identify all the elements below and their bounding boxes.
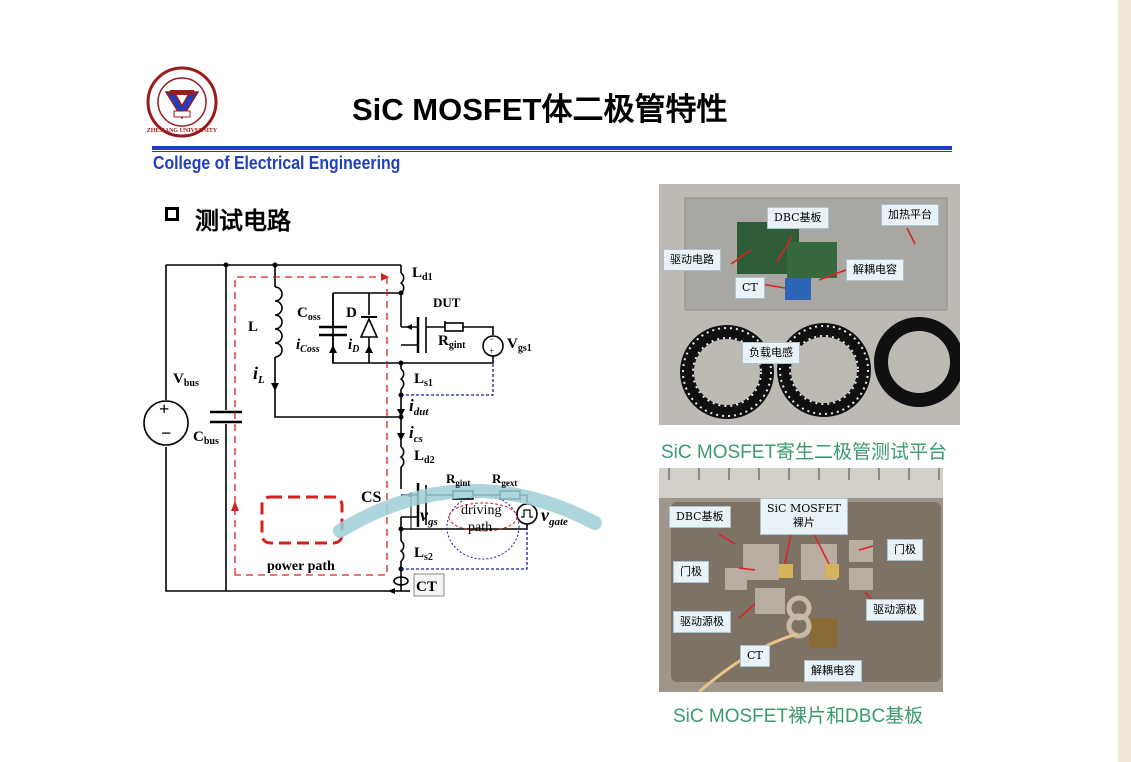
label-vbus: Vbus — [173, 371, 199, 389]
university-logo: ZHEJIANG UNIVERSITY — [146, 66, 218, 138]
page-title: SiC MOSFET体二极管特性 — [352, 92, 728, 127]
label-coss: Coss — [297, 305, 321, 323]
callout-heating-platform: 加热平台 — [881, 204, 939, 227]
label-rgint-cs: Rgint — [446, 471, 470, 488]
college-name: College of Electrical Engineering — [153, 153, 401, 173]
caption-test-platform: SiC MOSFET寄生二极管测试平台 — [661, 442, 948, 463]
callout-dbc-substrate-2: DBC基板 — [669, 506, 731, 529]
callout-gate-right: 门极 — [887, 539, 923, 562]
label-ls1: Ls1 — [414, 371, 433, 389]
vgs1-minus: − — [489, 334, 494, 344]
label-idut: idut — [409, 396, 429, 418]
caption-die-dbc: SiC MOSFET裸片和DBC基板 — [673, 706, 924, 727]
label-rgint: Rgint — [438, 333, 466, 351]
test-circuit-diagram: − + + − Ld1 DUT Coss D iCoss i — [143, 262, 602, 597]
label-driving: driving — [461, 503, 501, 518]
label-drive-path: path — [468, 520, 492, 535]
callout-driver-source-left: 驱动源极 — [673, 611, 731, 634]
test-platform-photo: DBC基板 加热平台 驱动电路 解耦电容 CT 负载电感 — [659, 184, 960, 425]
label-id: iD — [348, 337, 359, 355]
section-title: 测试电路 — [195, 208, 291, 235]
label-l: L — [248, 319, 258, 335]
logo-text: ZHEJIANG UNIVERSITY — [147, 128, 218, 134]
label-dut: DUT — [433, 295, 461, 310]
label-ld1: Ld1 — [412, 265, 433, 283]
label-rgext: Rgext — [492, 471, 517, 488]
callout-ct: CT — [735, 277, 765, 300]
callout-driver-circuit: 驱动电路 — [663, 249, 721, 272]
label-icoss: iCoss — [296, 337, 320, 355]
label-vgs1: Vgs1 — [507, 336, 532, 354]
vbus-minus: − — [161, 423, 171, 443]
label-il: iL — [253, 363, 265, 386]
header-rule — [152, 146, 952, 150]
callout-dbc-substrate: DBC基板 — [767, 207, 829, 230]
callout-load-inductor: 负载电感 — [742, 342, 800, 365]
label-power-path: power path — [267, 559, 335, 574]
label-vgate: vgate — [541, 505, 568, 528]
label-ld2: Ld2 — [414, 448, 435, 466]
callout-gate-left: 门极 — [673, 561, 709, 584]
label-ls2: Ls2 — [414, 545, 433, 563]
label-vgs: vgs — [420, 505, 438, 528]
callout-ct-2: CT — [740, 645, 770, 668]
right-edge-strip — [1118, 0, 1131, 762]
label-ics: ics — [409, 423, 423, 445]
vbus-plus: + — [159, 399, 169, 419]
label-cbus: Cbus — [193, 429, 219, 447]
square-bullet-icon — [165, 207, 179, 221]
label-ct: CT — [416, 579, 437, 595]
vgs1-plus: + — [489, 346, 494, 356]
label-cs: CS — [361, 489, 382, 506]
callout-decoupling-capacitor: 解耦电容 — [846, 259, 904, 282]
header-rule-thin — [152, 151, 952, 152]
callout-decoupling-capacitor-2: 解耦电容 — [804, 660, 862, 683]
label-d: D — [346, 305, 357, 321]
callout-driver-source-right: 驱动源极 — [866, 599, 924, 622]
